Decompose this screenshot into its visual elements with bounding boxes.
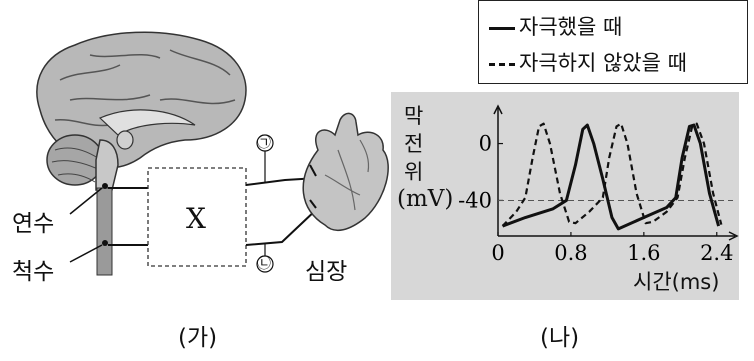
x-tick-label: 0 [491,241,504,265]
right-caption: (나) [540,318,579,352]
y-unit-label: (mV) [397,186,453,212]
y-label-bottom: 위 [404,156,423,186]
y-unit: mV [406,186,444,212]
y-tick-label: -40 [458,188,492,212]
series-line-stimulated [503,125,719,229]
x-tick-label: 1.6 [627,241,660,265]
x-axis-label: 시간(ms) [633,266,719,296]
y-tick-label: 0 [479,132,492,156]
x-tick-label: 2.4 [700,241,733,265]
y-label-top: 막 [404,100,423,130]
y-label-mid: 전 [404,128,423,158]
series-line-not-stimulated [503,124,722,226]
x-tick-label: 0.8 [554,241,587,265]
